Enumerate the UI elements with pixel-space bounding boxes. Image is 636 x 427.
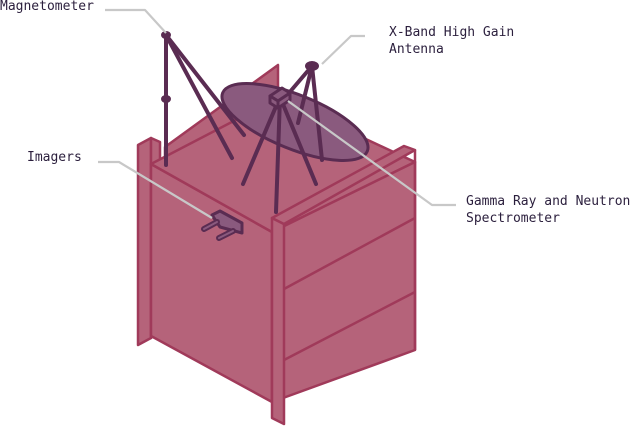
imagers-leader	[98, 160, 213, 219]
magnetometer-joint	[161, 95, 171, 103]
antenna-strut-1	[296, 64, 314, 125]
magnetometer-sensor	[161, 31, 171, 39]
panel-seam-2	[283, 290, 416, 362]
xband-leader	[321, 34, 365, 65]
grns-label: Gamma Ray and Neutron Spectrometer	[466, 193, 630, 227]
antenna-strut-2	[310, 64, 324, 162]
imagers-label: Imagers	[27, 149, 82, 166]
left-rail-front	[136, 136, 153, 347]
grns-leader	[287, 100, 456, 207]
imagers-label-text: Imagers	[27, 150, 82, 165]
imager-barrel-1-lens	[203, 221, 218, 230]
magnetometer-leader	[105, 8, 167, 34]
imager-barrel-2-lens	[218, 230, 234, 239]
grns-leg-1	[241, 95, 282, 186]
antenna-feed	[305, 61, 319, 71]
magnetometer-label-text: Magnetometer	[0, 0, 94, 14]
magnetometer-label: Magnetometer	[0, 0, 94, 15]
xband-antenna-label: X-Band High Gain Antenna	[389, 24, 514, 58]
grns-label-line1: Gamma Ray and Neutron	[466, 194, 631, 209]
grns-leg-3	[278, 95, 318, 186]
xband-label-line2: Antenna	[389, 42, 444, 57]
magnetometer-strut-1	[164, 33, 234, 160]
panel-seam-1	[283, 216, 416, 291]
grns-leg-2	[274, 95, 282, 214]
grns-label-line2: Spectrometer	[466, 211, 560, 226]
magnetometer-strut-2	[164, 33, 246, 137]
grns-head-side	[276, 91, 292, 110]
imagers-instrument	[201, 209, 244, 241]
front-rail-front	[270, 216, 286, 426]
imagers-mount	[210, 209, 244, 235]
xband-label-line1: X-Band High Gain	[389, 25, 515, 40]
